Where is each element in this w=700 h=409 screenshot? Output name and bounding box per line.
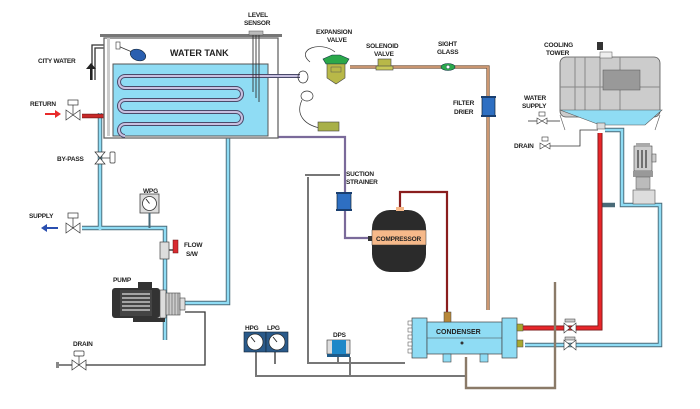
cooling-tower-label-1: COOLING bbox=[544, 42, 573, 49]
supply-arrow-icon bbox=[41, 224, 58, 232]
suction-strainer-icon bbox=[336, 192, 352, 211]
cooling-tower-icon bbox=[559, 42, 663, 131]
drain-label: DRAIN bbox=[73, 341, 93, 348]
condenser-hot-valve-icon[interactable] bbox=[563, 318, 577, 334]
hpg-label: HPG bbox=[245, 325, 259, 332]
liquid-line bbox=[350, 65, 557, 390]
labels: CITY WATER LEVEL SENSOR EXPANSION VALVE … bbox=[29, 12, 573, 348]
hpg-gauge-icon bbox=[243, 331, 267, 353]
solenoid-valve-label-2: VALVE bbox=[374, 51, 395, 58]
wpg-gauge-icon bbox=[139, 193, 160, 228]
sight-glass-label-2: GLASS bbox=[437, 49, 459, 56]
solenoid-valve-icon bbox=[375, 58, 394, 71]
expansion-valve-icon bbox=[297, 46, 350, 129]
dps-switch-icon bbox=[326, 339, 351, 357]
compressor-icon: COMPRESSOR bbox=[368, 207, 427, 272]
sensing-bulb-icon bbox=[317, 121, 340, 132]
city-water-label: CITY WATER bbox=[38, 58, 76, 65]
filter-drier-icon bbox=[481, 96, 496, 117]
supply-label: SUPPLY bbox=[29, 213, 54, 220]
filter-drier-label-1: FILTER bbox=[453, 100, 475, 107]
flow-switch-icon bbox=[159, 239, 179, 260]
return-arrow-icon bbox=[45, 110, 61, 118]
level-sensor-label-1: LEVEL bbox=[248, 12, 268, 19]
tower-water-supply-valve-icon[interactable] bbox=[528, 111, 560, 125]
condenser-water-pump-icon bbox=[632, 143, 657, 205]
gauge-lines bbox=[255, 174, 465, 377]
condenser-icon: CONDENSER bbox=[407, 311, 524, 363]
suction-strainer-label-2: STRAINER bbox=[346, 179, 378, 186]
water-supply-label-1: WATER bbox=[524, 95, 546, 102]
compressor-label: COMPRESSOR bbox=[376, 236, 421, 243]
return-valve-icon[interactable] bbox=[65, 99, 81, 121]
drain-valve-icon[interactable] bbox=[56, 350, 87, 371]
water-pipes bbox=[82, 113, 663, 348]
condenser-label: CONDENSER bbox=[436, 329, 481, 336]
solenoid-valve-label-1: SOLENOID bbox=[366, 43, 399, 50]
water-supply-label-2: SUPPLY bbox=[522, 103, 547, 110]
filter-drier-label-2: DRIER bbox=[454, 109, 474, 116]
discharge-line bbox=[398, 190, 449, 316]
lpg-gauge-icon bbox=[265, 331, 289, 353]
bypass-valve-icon[interactable] bbox=[94, 151, 116, 165]
hot-water-pipe bbox=[520, 133, 603, 331]
lpg-label: LPG bbox=[267, 325, 280, 332]
sight-glass-label-1: SIGHT bbox=[438, 41, 457, 48]
level-sensor-icon bbox=[248, 30, 264, 102]
return-label: RETURN bbox=[30, 101, 56, 108]
tower-drain-valve-icon[interactable] bbox=[539, 129, 598, 150]
supply-valve-icon[interactable] bbox=[65, 212, 81, 234]
expansion-valve-label-1: EXPANSION bbox=[316, 29, 353, 36]
wpg-label: WPG bbox=[143, 188, 158, 195]
dps-label: DPS bbox=[333, 332, 347, 339]
water-tank-label: WATER TANK bbox=[170, 48, 229, 58]
flow-sw-label-2: S/W bbox=[186, 251, 199, 258]
cooling-tower-label-2: TOWER bbox=[546, 50, 570, 57]
bypass-label: BY-PASS bbox=[57, 156, 85, 163]
flow-sw-label-1: FLOW bbox=[184, 242, 203, 249]
pump-icon bbox=[112, 282, 186, 322]
city-water-arrow-icon bbox=[86, 63, 96, 80]
float-ball-icon bbox=[129, 48, 147, 62]
tower-drain-label: DRAIN bbox=[514, 143, 534, 150]
drain-pipe bbox=[82, 311, 206, 366]
expansion-valve-label-2: VALVE bbox=[327, 37, 348, 44]
pump-label: PUMP bbox=[113, 277, 132, 284]
condenser-cold-valve-icon[interactable] bbox=[563, 336, 577, 351]
suction-strainer-label-1: SUCTION bbox=[346, 171, 374, 178]
water-tank: WATER TANK bbox=[100, 30, 300, 139]
level-sensor-label-2: SENSOR bbox=[244, 20, 271, 27]
sight-glass-icon bbox=[440, 63, 456, 71]
